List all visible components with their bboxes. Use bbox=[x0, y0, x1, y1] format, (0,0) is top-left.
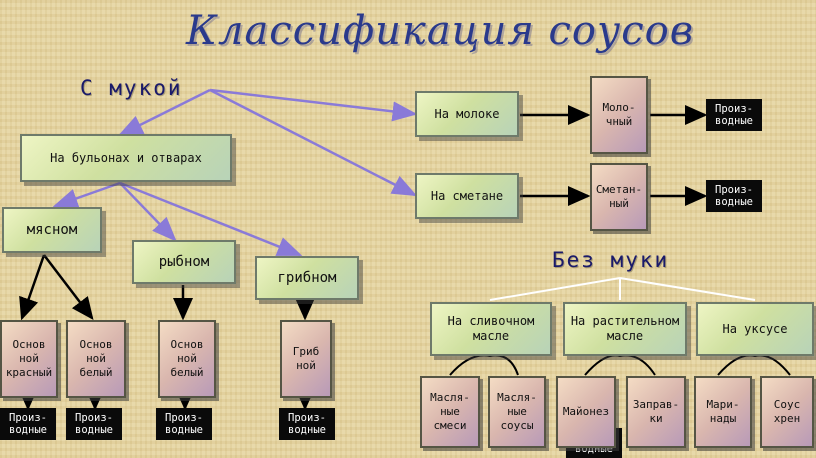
node-mushroom: грибном bbox=[255, 256, 359, 300]
derived-label: Произ- водные bbox=[706, 180, 762, 212]
node-veg-oil: На растительном масле bbox=[563, 302, 687, 356]
node-butter-sauces: Масля- ные соусы bbox=[488, 376, 546, 448]
page-title: Классификация соусов bbox=[186, 8, 694, 54]
node-butter: На сливочном масле bbox=[430, 302, 552, 356]
node-broth: На бульонах и отварах bbox=[20, 134, 232, 182]
node-sour-cream-sauce: Сметан- ный bbox=[590, 163, 648, 231]
node-sour-cream: На сметане bbox=[415, 173, 519, 219]
node-milk: На молоке bbox=[415, 91, 519, 137]
node-mushroom-sauce: Гриб ной bbox=[280, 320, 332, 398]
node-fish-base-white: Основ ной белый bbox=[158, 320, 216, 398]
node-fish: рыбном bbox=[132, 240, 236, 284]
node-vinegar: На уксусе bbox=[696, 302, 814, 356]
node-marinades: Мари- нады bbox=[694, 376, 752, 448]
with-flour-heading: С мукой bbox=[80, 76, 183, 100]
node-milk-sauce: Моло- чный bbox=[590, 76, 648, 154]
node-base-red: Основ ной красный bbox=[0, 320, 58, 398]
derived-label: Произ- водные bbox=[706, 99, 762, 131]
derived-label: Произ- водные bbox=[156, 408, 212, 440]
node-dressings: Заправ- ки bbox=[626, 376, 686, 448]
node-butter-mixes: Масля- ные смеси bbox=[420, 376, 480, 448]
derived-label: Произ- водные bbox=[279, 408, 335, 440]
node-base-white: Основ ной белый bbox=[66, 320, 126, 398]
derived-label: Произ- водные bbox=[66, 408, 122, 440]
node-meat: мясном bbox=[2, 207, 102, 253]
derived-label: Произ- водные bbox=[0, 408, 56, 440]
node-mayonnaise: Майонез bbox=[556, 376, 616, 448]
without-flour-heading: Без муки bbox=[552, 248, 670, 272]
node-horseradish: Соус хрен bbox=[760, 376, 814, 448]
